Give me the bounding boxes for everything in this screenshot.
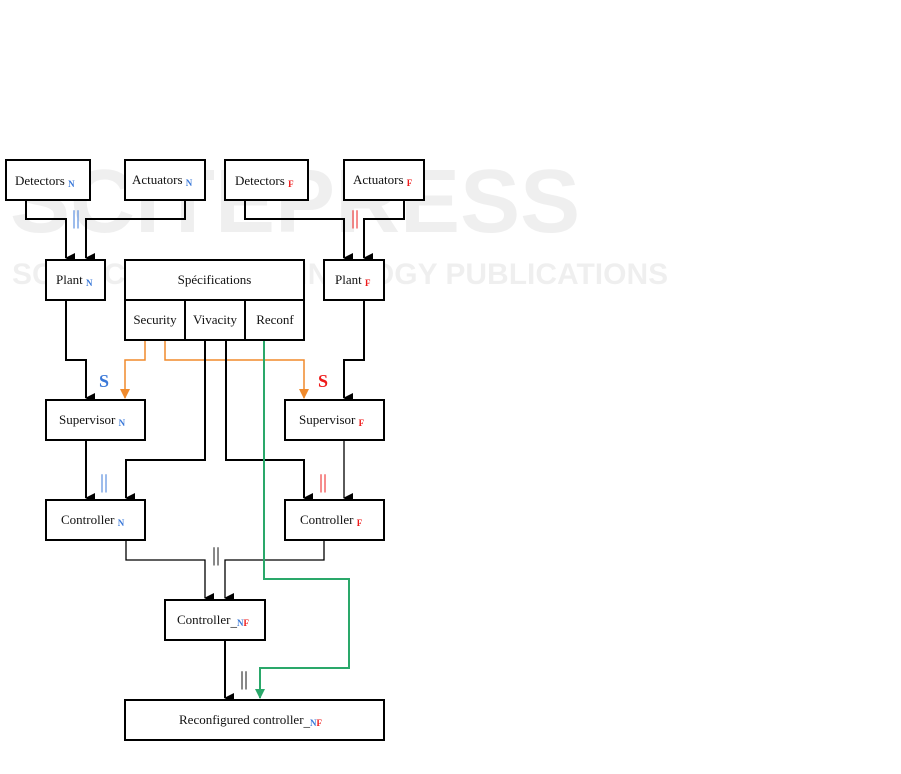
arrow-security-supervisor-n bbox=[120, 340, 146, 399]
box-reconfigured-controller: Reconfigured controller_NF bbox=[124, 699, 385, 741]
box-actuators-n: Actuators N bbox=[124, 159, 206, 201]
arrow-actuators-f-plant-f bbox=[363, 200, 405, 263]
box-supervisor-n: Supervisor N bbox=[45, 399, 146, 441]
box-actuators-f: Actuators F bbox=[343, 159, 425, 201]
specifications-title: Spécifications bbox=[178, 272, 252, 287]
parallel-operator-controllers: || bbox=[212, 544, 220, 566]
svg-text:Supervisor N: Supervisor N bbox=[59, 412, 126, 428]
svg-text:Reconfigured controller_NF: Reconfigured controller_NF bbox=[179, 712, 323, 729]
box-detectors-f: Detectors F bbox=[224, 159, 309, 201]
synthesis-operator-n: S bbox=[99, 371, 109, 391]
spec-security: Security bbox=[133, 312, 177, 327]
box-plant-f: Plant F bbox=[323, 259, 385, 301]
parallel-operator-controller-n: || bbox=[100, 471, 108, 493]
arrow-controller-n-controller-nf bbox=[125, 540, 214, 603]
box-plant-n: Plant N bbox=[45, 259, 106, 301]
box-specifications: Spécifications Security Vivacity Reconf bbox=[124, 259, 305, 341]
svg-text:Controller N: Controller N bbox=[61, 512, 125, 528]
arrow-plant-n-supervisor-n bbox=[65, 300, 95, 403]
svg-text:Plant F: Plant F bbox=[335, 272, 371, 288]
parallel-operator-final: || bbox=[240, 668, 248, 690]
arrow-actuators-n-plant-n bbox=[85, 200, 186, 263]
box-controller-f: Controller F bbox=[284, 499, 385, 541]
svg-text:Detectors F: Detectors F bbox=[235, 173, 294, 189]
svg-text:Controller_NF: Controller_NF bbox=[177, 612, 249, 629]
box-detectors-n: Detectors N bbox=[5, 159, 91, 201]
arrow-controller-f-controller-nf bbox=[224, 540, 325, 603]
synthesis-operator-f: S bbox=[318, 371, 328, 391]
parallel-operator-f: || bbox=[351, 207, 359, 229]
arrow-detectors-f-plant-f bbox=[244, 200, 353, 263]
arrow-reconf-reconfigured bbox=[255, 340, 350, 699]
box-supervisor-f: Supervisor F bbox=[284, 399, 385, 441]
svg-text:Actuators N: Actuators N bbox=[132, 172, 193, 188]
spec-reconf: Reconf bbox=[256, 312, 294, 327]
box-controller-nf: Controller_NF bbox=[164, 599, 266, 641]
arrow-vivacity-controller-n bbox=[125, 340, 206, 503]
arrow-security-supervisor-f bbox=[164, 340, 309, 399]
svg-text:Controller F: Controller F bbox=[300, 512, 363, 528]
connectors bbox=[25, 200, 405, 703]
svg-text:Detectors N: Detectors N bbox=[15, 173, 75, 189]
box-controller-n: Controller N bbox=[45, 499, 146, 541]
parallel-operator-controller-f: || bbox=[319, 471, 327, 493]
arrow-detectors-n-plant-n bbox=[25, 200, 75, 263]
svg-text:Plant N: Plant N bbox=[56, 272, 93, 288]
arrow-plant-f-supervisor-f bbox=[343, 300, 365, 403]
parallel-operator-n: || bbox=[72, 207, 80, 229]
spec-vivacity: Vivacity bbox=[193, 312, 237, 327]
svg-text:Actuators F: Actuators F bbox=[353, 172, 413, 188]
svg-text:Supervisor F: Supervisor F bbox=[299, 412, 365, 428]
